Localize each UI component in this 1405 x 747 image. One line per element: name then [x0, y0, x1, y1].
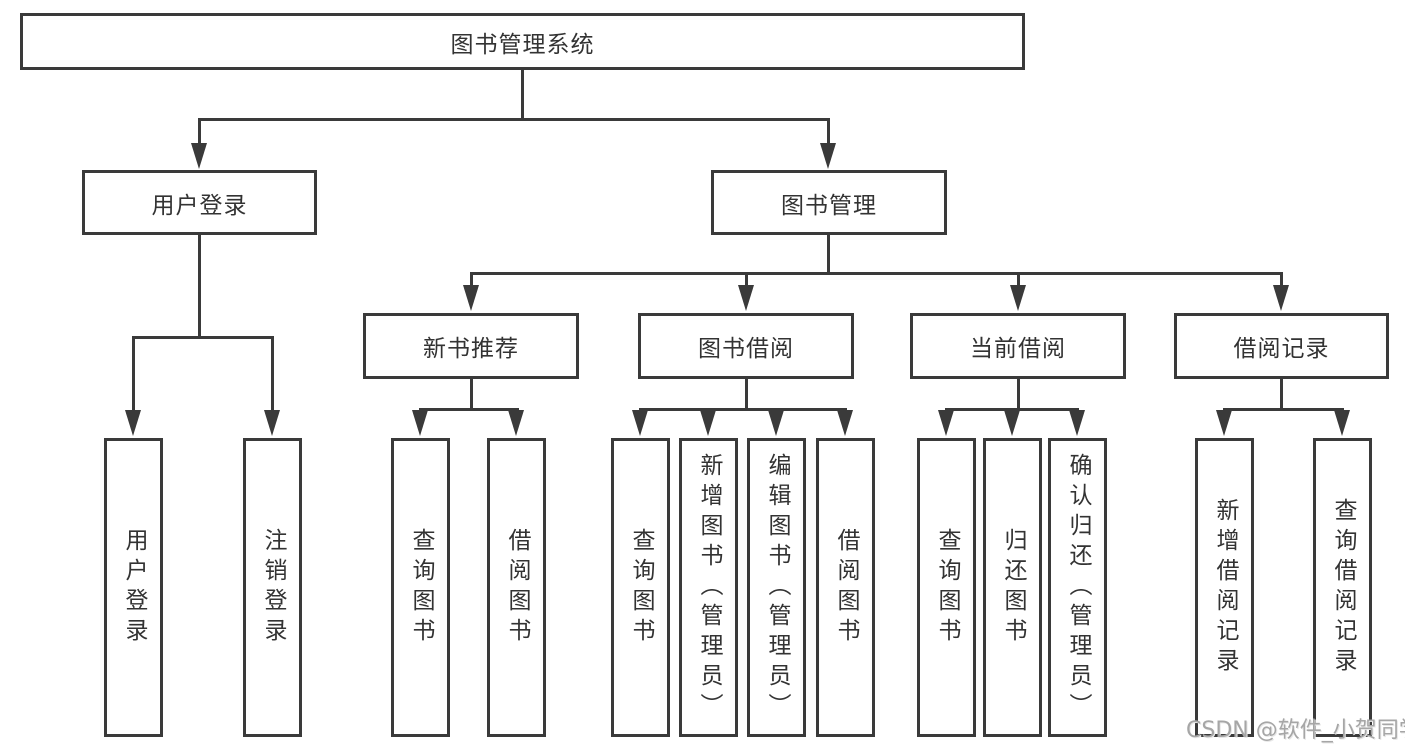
leaf-borrow-books-recommend-label: 借阅图书 — [504, 527, 530, 648]
node-borrowing-records: 借阅记录 — [1174, 313, 1389, 379]
connector-level3-rail — [470, 272, 1283, 275]
node-book-borrowing-label: 图书借阅 — [698, 336, 794, 362]
connector-feed — [1017, 379, 1020, 411]
node-library-system: 图书管理系统 — [20, 13, 1025, 70]
leaf-query-books-borrowing-label: 查询图书 — [628, 527, 654, 648]
arrow-down-icon — [700, 410, 716, 436]
leaf-return-books: 归还图书 — [983, 438, 1042, 737]
connector-drop — [745, 272, 748, 288]
leaf-query-borrow-record-label: 查询借阅记录 — [1330, 497, 1356, 678]
connector-rail — [1223, 408, 1344, 411]
arrow-down-icon — [738, 285, 754, 311]
arrow-down-icon — [264, 410, 280, 436]
connector-rail — [639, 408, 847, 411]
node-user-login-label: 用户登录 — [151, 192, 248, 219]
leaf-query-books-current-label: 查询图书 — [934, 527, 960, 648]
node-new-book-recommend-label: 新书推荐 — [423, 336, 519, 362]
leaf-confirm-return-admin: 确认归还（管理员） — [1048, 438, 1107, 737]
leaf-logout: 注销登录 — [243, 438, 302, 737]
connector-drop — [470, 272, 473, 288]
connector-feed — [745, 379, 748, 411]
arrow-down-icon — [1334, 410, 1350, 436]
leaf-add-books-admin-label: 新增图书（管理员） — [696, 452, 722, 723]
leaf-query-books-recommend-label: 查询图书 — [408, 527, 434, 648]
leaf-query-borrow-record: 查询借阅记录 — [1313, 438, 1372, 737]
connector-feed — [1280, 379, 1283, 411]
arrow-down-icon — [508, 410, 524, 436]
arrow-down-icon — [1004, 410, 1020, 436]
leaf-add-books-admin: 新增图书（管理员） — [679, 438, 738, 737]
connector-book-mgmt-feed — [827, 235, 830, 275]
leaf-borrow-books-borrowing-label: 借阅图书 — [833, 527, 859, 648]
connector-drop — [198, 118, 201, 146]
connector-level2-rail — [198, 118, 830, 121]
arrow-down-icon — [412, 410, 428, 436]
leaf-borrow-books-recommend: 借阅图书 — [487, 438, 546, 737]
leaf-user-login: 用户登录 — [104, 438, 163, 737]
leaf-query-books-borrowing: 查询图书 — [611, 438, 670, 737]
node-new-book-recommend: 新书推荐 — [363, 313, 579, 379]
leaf-edit-books-admin: 编辑图书（管理员） — [747, 438, 806, 737]
connector-drop — [827, 118, 830, 146]
arrow-down-icon — [632, 410, 648, 436]
connector-drop — [132, 336, 135, 412]
arrow-down-icon — [938, 410, 954, 436]
node-book-management-label: 图书管理 — [781, 192, 877, 219]
leaf-confirm-return-admin-label: 确认归还（管理员） — [1065, 452, 1091, 723]
node-user-login: 用户登录 — [82, 170, 317, 235]
csdn-watermark: CSDN @软件_小贺同学 — [1186, 718, 1405, 743]
arrow-down-icon — [125, 410, 141, 436]
leaf-return-books-label: 归还图书 — [1000, 527, 1026, 648]
leaf-add-borrow-record-label: 新增借阅记录 — [1212, 497, 1238, 678]
connector-rail — [419, 408, 519, 411]
leaf-logout-label: 注销登录 — [260, 527, 286, 648]
connector-drop — [1280, 272, 1283, 288]
connector-drop — [1017, 272, 1020, 288]
node-book-management: 图书管理 — [711, 170, 947, 235]
node-current-borrowing: 当前借阅 — [910, 313, 1126, 379]
arrow-down-icon — [463, 285, 479, 311]
connector-root-feed — [521, 70, 524, 121]
connector-feed — [470, 379, 473, 411]
leaf-query-books-recommend: 查询图书 — [391, 438, 450, 737]
leaf-query-books-current: 查询图书 — [917, 438, 976, 737]
leaf-add-borrow-record: 新增借阅记录 — [1195, 438, 1254, 737]
arrow-down-icon — [837, 410, 853, 436]
leaf-borrow-books-borrowing: 借阅图书 — [816, 438, 875, 737]
connector-drop — [271, 336, 274, 412]
leaf-user-login-label: 用户登录 — [121, 527, 147, 648]
arrow-down-icon — [820, 143, 836, 169]
arrow-down-icon — [1069, 410, 1085, 436]
arrow-down-icon — [1216, 410, 1232, 436]
arrow-down-icon — [191, 143, 207, 169]
arrow-down-icon — [768, 410, 784, 436]
leaf-edit-books-admin-label: 编辑图书（管理员） — [764, 452, 790, 723]
node-library-system-label: 图书管理系统 — [450, 31, 595, 58]
node-current-borrowing-label: 当前借阅 — [970, 336, 1066, 362]
node-book-borrowing: 图书借阅 — [638, 313, 854, 379]
connector-user-login-feed — [198, 235, 201, 339]
arrow-down-icon — [1010, 285, 1026, 311]
node-borrowing-records-label: 借阅记录 — [1233, 336, 1330, 362]
connector-user-login-rail — [132, 336, 274, 339]
arrow-down-icon — [1273, 285, 1289, 311]
